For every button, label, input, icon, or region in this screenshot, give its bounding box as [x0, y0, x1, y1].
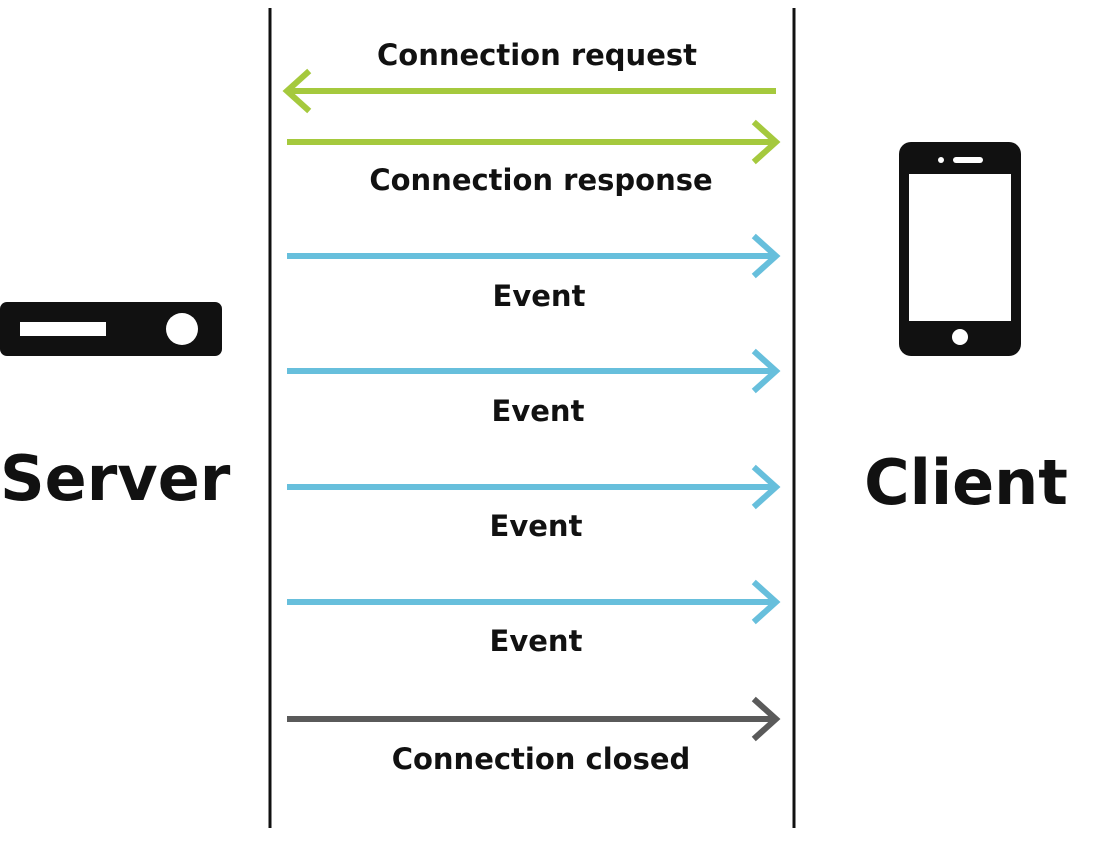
arrowhead-icon — [751, 233, 781, 279]
message-1: Connection request — [282, 38, 776, 114]
message-label: Event — [490, 624, 583, 658]
server-label: Server — [0, 442, 231, 515]
message-label: Connection closed — [392, 742, 691, 776]
arrowhead-icon — [751, 696, 781, 742]
arrowhead-icon — [282, 68, 312, 114]
server-icon — [0, 302, 222, 356]
message-4: Event — [287, 348, 781, 428]
message-label: Event — [493, 279, 586, 313]
message-7: Connection closed — [287, 696, 781, 776]
client-label: Client — [864, 446, 1068, 519]
arrowhead-icon — [751, 464, 781, 510]
message-label: Event — [490, 509, 583, 543]
message-3: Event — [287, 233, 781, 313]
message-label: Event — [492, 394, 585, 428]
arrowhead-icon — [751, 348, 781, 394]
message-6: Event — [287, 579, 781, 658]
message-label: Connection response — [369, 163, 712, 197]
arrowhead-icon — [751, 119, 781, 165]
message-2: Connection response — [287, 119, 781, 197]
smartphone-icon — [899, 142, 1021, 356]
message-5: Event — [287, 464, 781, 543]
message-label: Connection request — [377, 38, 697, 72]
arrowhead-icon — [751, 579, 781, 625]
